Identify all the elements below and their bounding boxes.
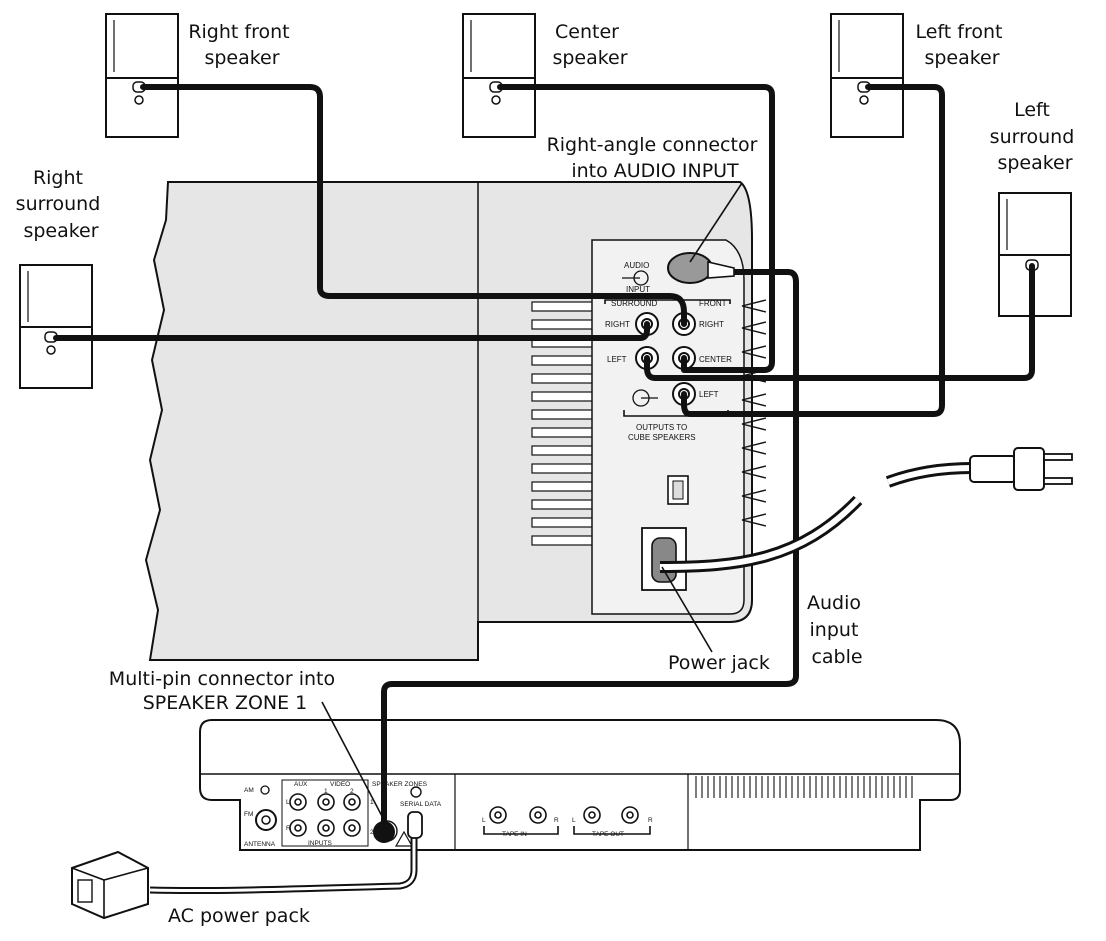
multi-pin-connector — [373, 821, 395, 843]
right-surround-cable — [53, 321, 650, 341]
video-label: VIDEO — [330, 781, 350, 788]
front-label: FRONT — [699, 299, 727, 308]
tape-in-r-label: R — [554, 817, 559, 824]
ac-power-pack-label: AC power pack — [168, 905, 310, 927]
tape-jacks — [489, 806, 639, 824]
outputs-to-label: OUTPUTS TO — [636, 423, 687, 432]
am-label: AM — [244, 787, 254, 794]
power-switch-rocker — [672, 480, 684, 500]
left-surround-speaker-label: Left surround speaker — [990, 99, 1081, 174]
left-surround-cable — [644, 263, 1035, 381]
input-label: INPUT — [626, 285, 650, 294]
power-plug — [969, 447, 1073, 491]
right-front-cable — [140, 84, 687, 327]
zone-2-label: 2 — [370, 829, 374, 836]
video-2-label: 2 — [350, 788, 354, 795]
right-front-speaker-label: Right front speaker — [188, 21, 295, 69]
center-cable — [497, 84, 775, 373]
warning-icon — [394, 830, 414, 847]
audio-input-icon — [622, 270, 649, 286]
left-front-speaker-label: Left front speaker — [915, 21, 1008, 69]
aux-label: AUX — [294, 781, 308, 788]
left-front-cable — [681, 84, 945, 417]
fm-antenna-jack-center — [261, 815, 271, 825]
surround-front-bracket — [604, 299, 731, 304]
speaker-cables — [53, 84, 1035, 833]
right-front-speaker — [105, 13, 179, 138]
tape-out-r-label: R — [648, 817, 653, 824]
tape-out-l-label: L — [572, 817, 576, 824]
serial-data-jack — [410, 786, 422, 798]
audio-input-cable — [381, 269, 799, 833]
center-jack-label: CENTER — [699, 355, 732, 364]
right-angle-connector — [667, 252, 735, 284]
ac-power-pack — [71, 850, 149, 920]
inputs-label: INPUTS — [308, 840, 333, 847]
input-l-label: L — [286, 799, 290, 806]
right-angle-connector-label: Right-angle connector into AUDIO INPUT — [547, 134, 764, 182]
front-right-label: RIGHT — [699, 320, 724, 329]
left-front-speaker — [830, 13, 904, 138]
connector-panel — [591, 239, 745, 615]
speaker-zones-label: SPEAKER ZONES — [372, 781, 428, 788]
center-speaker — [462, 13, 536, 138]
tape-out-bracket — [573, 826, 651, 835]
console-input-jacks — [289, 793, 361, 837]
input-r-label: R — [286, 825, 291, 832]
surround-right-label: RIGHT — [605, 320, 630, 329]
power-jack-socket — [651, 537, 677, 583]
audio-input-cable-label: Audio input cable — [807, 592, 867, 668]
output-icon — [632, 389, 658, 407]
am-antenna-terminal — [260, 785, 270, 795]
audio-label: AUDIO — [624, 261, 649, 270]
serial-data-label: SERIAL DATA — [400, 801, 442, 808]
fm-label: FM — [244, 811, 253, 818]
leader-lines — [321, 182, 743, 821]
video-1-label: 1 — [324, 788, 328, 795]
zone-1-label: 1 — [370, 799, 374, 806]
right-surround-speaker-label: Right surround speaker — [16, 167, 107, 242]
cube-speakers-label: CUBE SPEAKERS — [628, 433, 696, 442]
antenna-label: ANTENNA — [244, 841, 276, 848]
power-jack-label: Power jack — [668, 652, 770, 674]
ac-pack-plug — [407, 811, 423, 839]
right-surround-speaker — [19, 264, 93, 389]
multi-pin-connector-label: Multi-pin connector into SPEAKER ZONE 1 — [109, 668, 341, 714]
front-left-label: LEFT — [699, 390, 719, 399]
surround-left-label: LEFT — [607, 355, 627, 364]
center-speaker-label: Center speaker — [552, 21, 627, 69]
surround-label: SURROUND — [611, 299, 657, 308]
media-console — [199, 719, 961, 851]
tape-in-l-label: L — [482, 817, 486, 824]
inputs-group — [281, 779, 369, 847]
tape-in-bracket — [483, 826, 559, 835]
